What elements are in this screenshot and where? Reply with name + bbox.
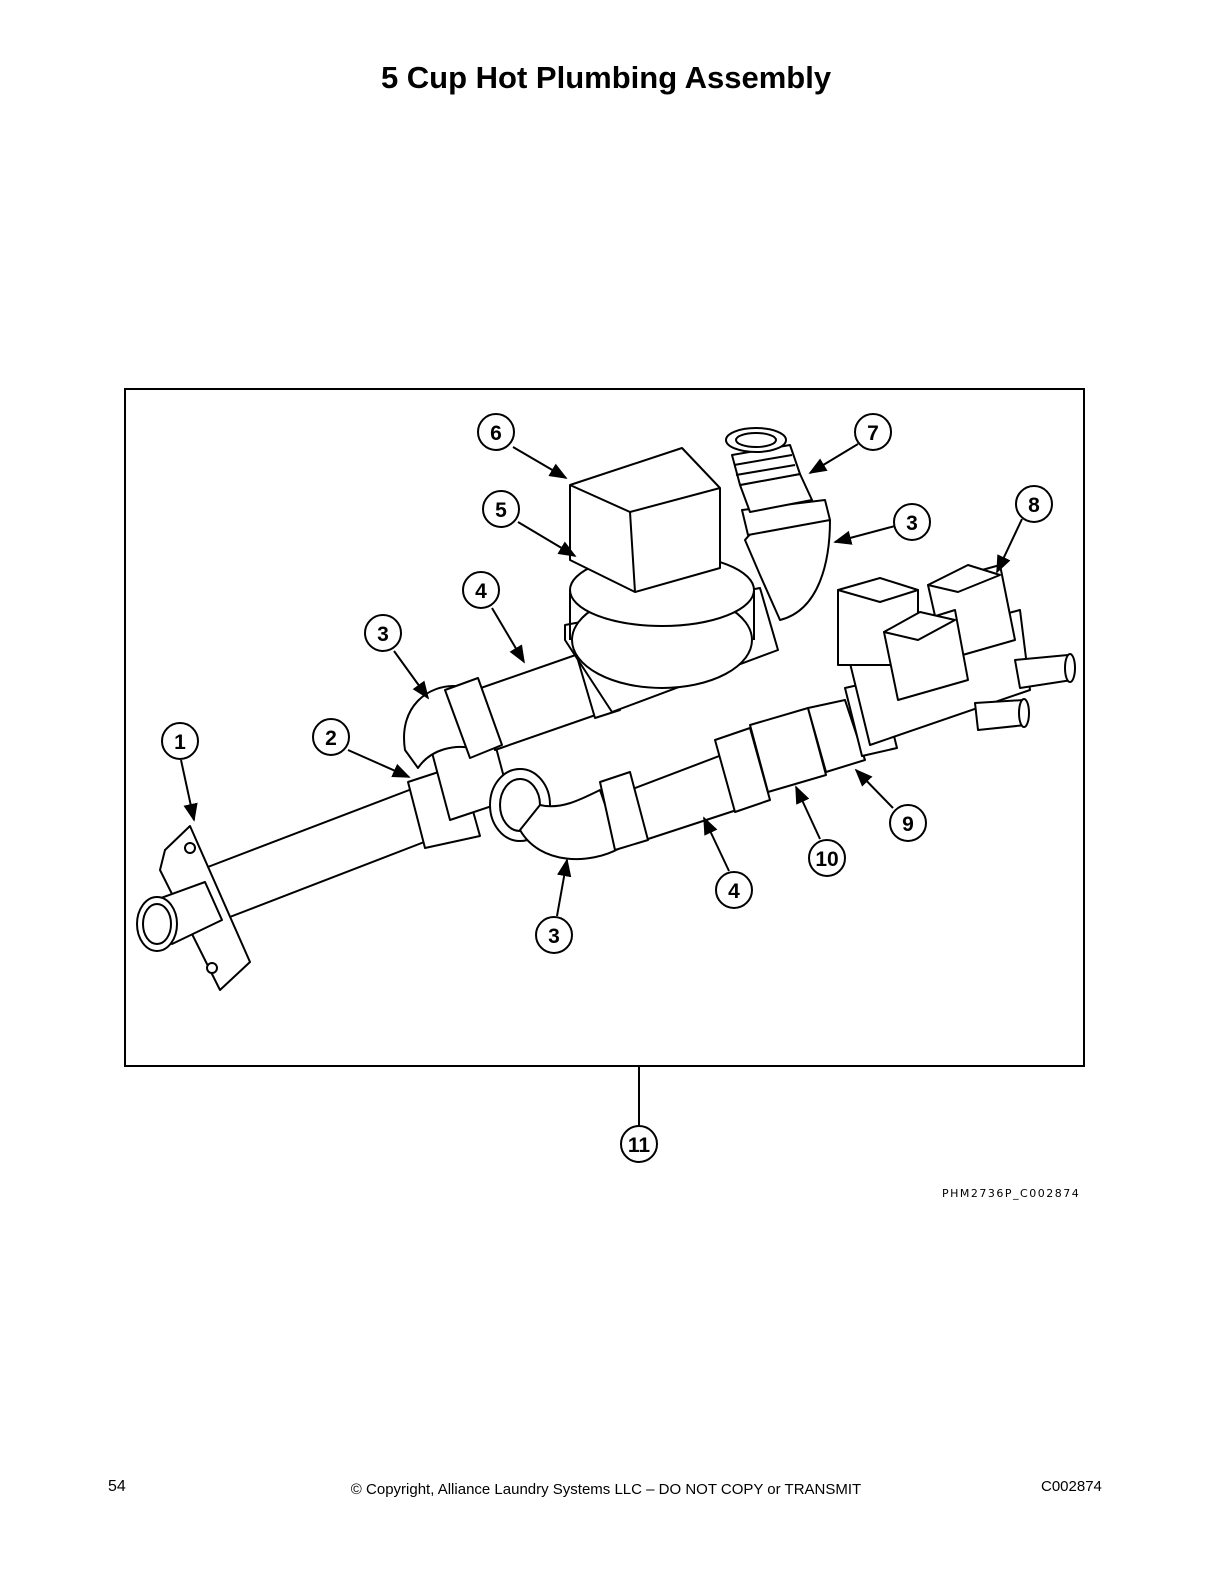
svg-text:7: 7 xyxy=(867,422,879,445)
figure-frame xyxy=(124,388,1085,1067)
figure-code: PHM2736P_C002874 xyxy=(942,1187,1081,1200)
svg-text:4: 4 xyxy=(475,580,487,603)
svg-text:5: 5 xyxy=(495,499,507,522)
svg-text:2: 2 xyxy=(325,727,337,750)
copyright-notice: © Copyright, Alliance Laundry Systems LL… xyxy=(350,1481,862,1498)
svg-text:3: 3 xyxy=(906,512,918,535)
callout-9: 9 xyxy=(889,804,927,842)
svg-text:8: 8 xyxy=(1028,494,1040,517)
page-number: 54 xyxy=(108,1478,126,1495)
svg-text:6: 6 xyxy=(490,422,502,445)
callout-7: 7 xyxy=(854,413,892,451)
callout-2: 2 xyxy=(312,718,350,756)
svg-text:3: 3 xyxy=(377,623,389,646)
svg-text:1: 1 xyxy=(174,731,186,754)
callout-10: 10 xyxy=(808,839,846,877)
svg-text:9: 9 xyxy=(902,813,914,836)
callout-leaders xyxy=(180,443,1023,917)
callout-3-bottom: 3 xyxy=(535,916,573,954)
callout-8: 8 xyxy=(1015,485,1053,523)
callout-5: 5 xyxy=(482,490,520,528)
callout-1: 1 xyxy=(161,722,199,760)
document-code: C002874 xyxy=(1041,1478,1102,1495)
callout-4-upper: 4 xyxy=(462,571,500,609)
callout-4-lower: 4 xyxy=(715,871,753,909)
svg-text:10: 10 xyxy=(815,848,838,871)
svg-text:4: 4 xyxy=(728,880,740,903)
svg-text:11: 11 xyxy=(628,1134,651,1157)
svg-text:3: 3 xyxy=(548,925,560,948)
callout-6: 6 xyxy=(477,413,515,451)
callout-3-left: 3 xyxy=(364,614,402,652)
page-title: 5 Cup Hot Plumbing Assembly xyxy=(380,60,832,95)
callout-11: 11 xyxy=(620,1125,658,1163)
assembly-drawing xyxy=(136,427,1076,991)
callout-3-top-right: 3 xyxy=(893,503,931,541)
